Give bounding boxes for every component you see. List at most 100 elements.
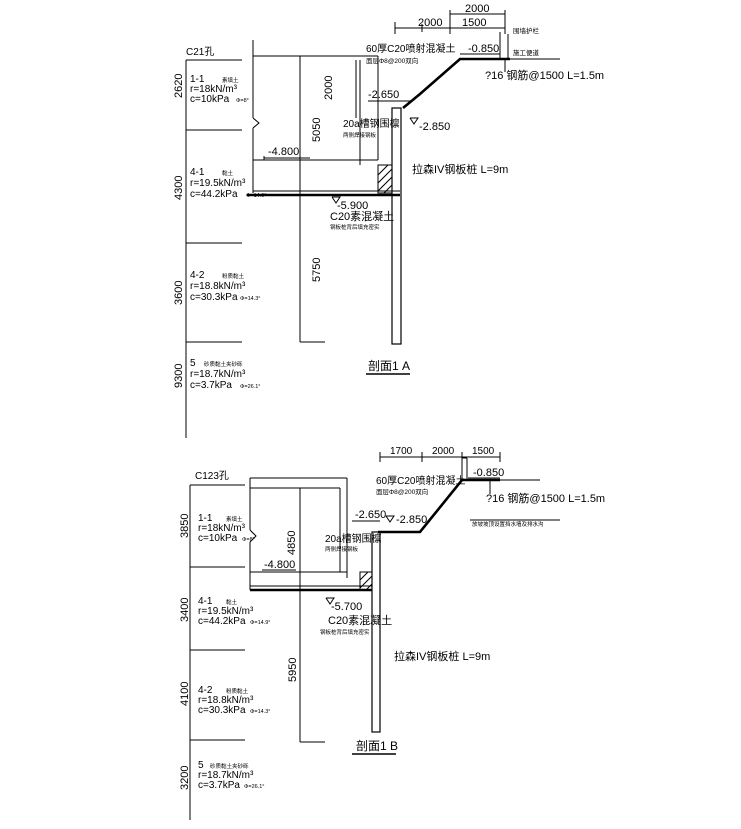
note-a-road: 施工便道 [513, 48, 540, 57]
svg-text:c=3.7kPa: c=3.7kPa [190, 380, 232, 391]
note-a-channel: 20a槽钢围檩 [343, 117, 400, 130]
svg-text:r=18.8kN/m³: r=18.8kN/m³ [198, 695, 254, 706]
note-b-channel: 20a槽钢围檩 [325, 532, 382, 545]
dim-b-top-1: 1700 [390, 446, 413, 457]
svg-text:粉质黏土: 粉质黏土 [222, 272, 245, 280]
svg-text:r=18.8kN/m³: r=18.8kN/m³ [190, 281, 246, 292]
svg-text:砂质黏土夹砂砾: 砂质黏土夹砂砾 [204, 360, 243, 368]
sheet-pile-b [371, 531, 381, 733]
level-b-3: -2.850 [396, 514, 427, 526]
svg-text:4-2: 4-2 [190, 270, 205, 281]
svg-text:r=18.7kN/m³: r=18.7kN/m³ [198, 770, 254, 781]
note-a-nail: ?16 钢筋@1500 L=1.5m [485, 68, 604, 82]
svg-text:砂质黏土夹砂砾: 砂质黏土夹砂砾 [210, 762, 249, 770]
note-a-shotcrete: 60厚C20喷射混凝土 [366, 42, 455, 55]
title-a: 剖面1 A [368, 359, 410, 373]
depth-b-4: 3200 [179, 766, 191, 790]
level-a-4: -4.800 [268, 146, 299, 158]
layer-a-3: 4-2 粉质黏土 r=18.8kN/m³ c=30.3kPa Φ=14.3° [190, 270, 261, 303]
svg-text:粉质黏土: 粉质黏土 [226, 687, 249, 695]
svg-text:4-2: 4-2 [198, 685, 213, 696]
note-a-c20b: 钢板桩背后填充密实 [330, 223, 380, 231]
note-b-pile: 拉森IV钢板桩 L=9m [394, 649, 490, 663]
svg-text:c=30.3kPa: c=30.3kPa [198, 705, 246, 716]
svg-text:r=18.7kN/m³: r=18.7kN/m³ [190, 369, 246, 380]
svg-text:黏土: 黏土 [222, 169, 234, 177]
title-b: 剖面1 B [356, 739, 398, 753]
svg-text:4-1: 4-1 [198, 596, 213, 607]
note-a-c20: C20素混凝土 [330, 209, 394, 223]
svg-text:c=44.2kPa: c=44.2kPa [198, 616, 246, 627]
depth-a-1: 2620 [173, 74, 185, 98]
dim-a-2000: 2000 [323, 76, 335, 100]
svg-text:r=18kN/m³: r=18kN/m³ [198, 523, 246, 534]
dim-a-top-3: 2000 [465, 3, 489, 15]
level-b-1: -0.850 [473, 467, 504, 479]
svg-text:1-1: 1-1 [198, 513, 213, 524]
borehole-label-a: C21孔 [186, 46, 214, 58]
dim-b-5950: 5950 [287, 658, 299, 682]
dim-a-top-2: 1500 [462, 17, 486, 29]
svg-text:素填土: 素填土 [222, 76, 239, 84]
layer-b-3: 4-2 粉质黏土 r=18.8kN/m³ c=30.3kPa Φ=14.3° [198, 685, 271, 716]
svg-text:Φ=26.1°: Φ=26.1° [240, 384, 261, 390]
svg-text:黏土: 黏土 [226, 598, 238, 606]
depth-b-1: 3850 [179, 514, 191, 538]
section-a: C21孔 2620 4300 3600 9300 1-1 素填土 r=18kN/… [173, 3, 604, 438]
borehole-label-b: C123孔 [195, 470, 229, 482]
level-b-5: -5.700 [331, 601, 362, 613]
level-a-1: -0.850 [468, 43, 499, 55]
depth-b-2: 3400 [179, 598, 191, 622]
dim-b-top-3: 1500 [472, 446, 495, 457]
svg-text:5: 5 [198, 760, 204, 771]
section-b: C123孔 3850 3400 4100 3200 1-1 素填土 r=18kN… [179, 446, 605, 820]
layer-a-4: 5 砂质黏土夹砂砾 r=18.7kN/m³ c=3.7kPa Φ=26.1° [190, 358, 261, 391]
layer-b-4: 5 砂质黏土夹砂砾 r=18.7kN/m³ c=3.7kPa Φ=26.1° [198, 760, 265, 791]
depth-a-4: 9300 [173, 364, 185, 388]
note-b-shotcrete2: 面层Φ8@200双向 [376, 487, 428, 496]
svg-text:c=44.2kPa: c=44.2kPa [190, 189, 238, 200]
note-b-channel2: 两侧焊接钢板 [325, 545, 359, 553]
note-b-c20b: 钢板桩背后填充密实 [320, 628, 370, 636]
svg-text:c=10kPa: c=10kPa [190, 94, 230, 105]
level-a-2: -2.650 [368, 89, 399, 101]
note-b-nail2: 放坡坡顶设置挡水墙及排水沟 [472, 520, 544, 528]
level-a-3: -2.850 [419, 121, 450, 133]
layer-b-2: 4-1 黏土 r=19.5kN/m³ c=44.2kPa Φ=14.9° [198, 596, 271, 627]
dim-a-5050: 5050 [311, 118, 323, 142]
svg-text:4-1: 4-1 [190, 167, 205, 178]
slope-a [402, 57, 510, 110]
note-a-shotcrete2: 面层Φ8@200双向 [366, 56, 418, 65]
dim-a-top-1: 2000 [418, 17, 442, 29]
depth-a-3: 3600 [173, 281, 185, 305]
level-a-5: -5.900 [337, 200, 368, 212]
dim-a-5750: 5750 [311, 258, 323, 282]
svg-text:Φ=8°: Φ=8° [236, 98, 249, 104]
note-b-nail: ?16 钢筋@1500 L=1.5m [486, 491, 605, 505]
layer-b-1: 1-1 素填土 r=18kN/m³ c=10kPa Φ=8° [198, 513, 255, 544]
svg-text:Φ=14.3°: Φ=14.3° [240, 296, 261, 302]
svg-text:5: 5 [190, 358, 196, 369]
dim-b-top-2: 2000 [432, 446, 455, 457]
svg-text:1-1: 1-1 [190, 74, 205, 85]
layer-a-1: 1-1 素填土 r=18kN/m³ c=10kPa Φ=8° [190, 74, 249, 105]
dim-b-4850: 4850 [286, 531, 298, 555]
svg-text:c=30.3kPa: c=30.3kPa [190, 292, 238, 303]
svg-text:Φ=8°: Φ=8° [242, 537, 255, 543]
svg-text:r=19.5kN/m³: r=19.5kN/m³ [198, 606, 254, 617]
level-b-2: -2.650 [355, 509, 386, 521]
svg-text:c=10kPa: c=10kPa [198, 533, 238, 544]
slope-b [378, 478, 500, 534]
svg-text:r=18kN/m³: r=18kN/m³ [190, 84, 238, 95]
svg-text:Φ=14.9°: Φ=14.9° [250, 620, 271, 626]
note-b-c20: C20素混凝土 [328, 613, 392, 627]
level-b-4: -4.800 [264, 559, 295, 571]
svg-text:Φ=14.3°: Φ=14.3° [250, 709, 271, 715]
note-a-pile: 拉森IV钢板桩 L=9m [412, 162, 508, 176]
sheet-pile-a [391, 107, 402, 345]
depth-a-2: 4300 [173, 176, 185, 200]
note-a-channel2: 两侧焊接钢板 [343, 131, 377, 139]
note-a-wall: 围墙护栏 [513, 26, 540, 35]
